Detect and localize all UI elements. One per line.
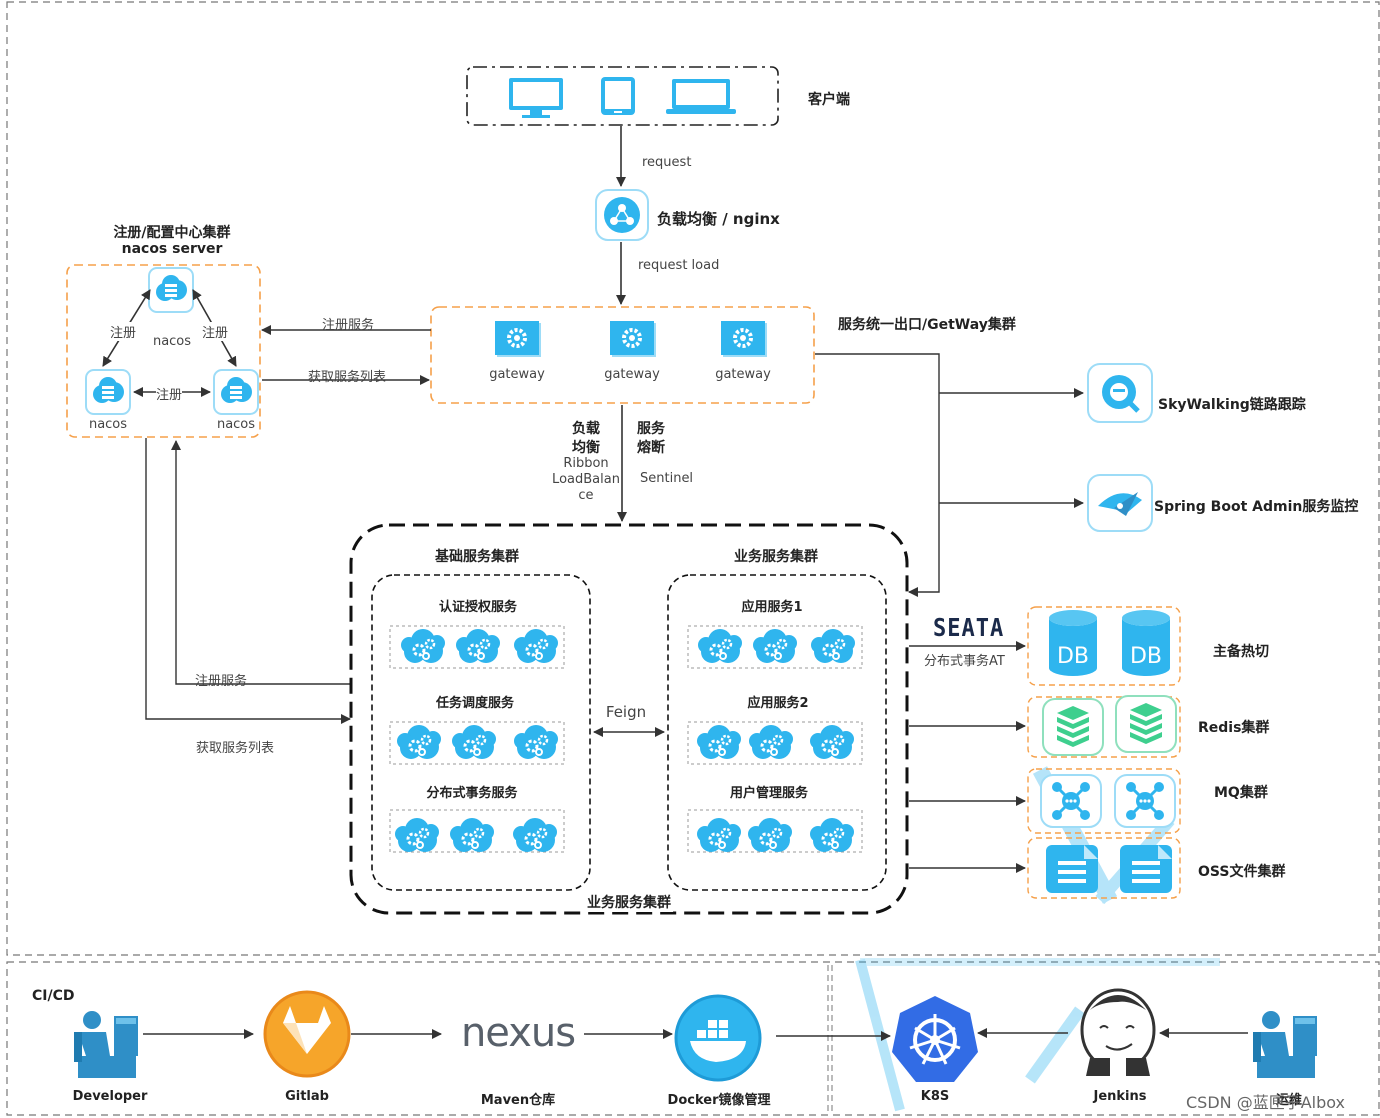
nacos-label-top: nacos (152, 334, 192, 349)
registry-subtitle: nacos server (121, 241, 223, 257)
services-cluster-box (349, 523, 909, 915)
k8s-icon (892, 996, 978, 1082)
request-load-label: request load (638, 258, 720, 273)
maven-label: Maven仓库 (480, 1093, 556, 1108)
client-box (466, 66, 779, 126)
gateway-label-2: gateway (604, 367, 660, 382)
redis-icon-2 (1115, 695, 1177, 753)
redis-cluster-label: Redis集群 (1198, 720, 1270, 736)
client-label: 客户端 (808, 92, 850, 108)
db-label-2: DB (1129, 644, 1163, 669)
base-service-1-label: 认证授权服务 (438, 600, 518, 615)
spring-boot-admin-icon (1087, 474, 1153, 532)
biz-service-3-box (687, 809, 863, 853)
db-cluster-label: 主备热切 (1213, 644, 1269, 660)
jenkins-icon (1080, 988, 1156, 1076)
desktop-icon (509, 78, 563, 118)
base-service-1-box (389, 625, 565, 669)
biz-service-2-label: 应用服务2 (747, 696, 809, 711)
base-service-2-box (389, 721, 565, 765)
developer-icon (74, 1011, 138, 1078)
services-register-label: 注册服务 (195, 674, 248, 689)
base-service-3-box (389, 809, 565, 853)
gateway-cluster-box (430, 306, 815, 404)
nexus-logo: nexus (460, 1010, 576, 1056)
gateway-icon-1 (493, 319, 543, 359)
biz-service-1-label: 应用服务1 (741, 600, 803, 615)
load-balancer-icon (595, 189, 649, 241)
services-cluster-label: 业务服务集群 (585, 892, 673, 912)
cicd-frame (6, 961, 1380, 1116)
ops-icon (1253, 1011, 1317, 1078)
ops-label: 运维 (1276, 1093, 1303, 1108)
redis-icon-1 (1042, 698, 1104, 756)
breaker-edge-title: 服务 熔断 (637, 421, 665, 456)
gateway-cluster-label: 服务统一出口/GetWay集群 (838, 317, 1016, 333)
biz-service-3-label: 用户管理服务 (729, 786, 809, 801)
nacos-icon-right (213, 369, 259, 415)
sba-label: Spring Boot Admin服务监控 (1154, 499, 1359, 515)
nacos-icon-left (85, 369, 131, 415)
biz-cluster-box (667, 574, 887, 891)
gitlab-label: Gitlab (285, 1089, 329, 1104)
gateway-fetch-label: 获取服务列表 (308, 370, 387, 385)
oss-cluster-box (1027, 837, 1181, 899)
gateway-label-1: gateway (489, 367, 545, 382)
redis-cluster-box (1027, 696, 1181, 758)
registry-edge-label-bottom: 注册 (156, 384, 183, 403)
db-label-1: DB (1056, 644, 1090, 669)
feign-label: Feign (605, 703, 647, 721)
nacos-label-right: nacos (216, 417, 256, 432)
docker-icon (674, 994, 762, 1082)
registry-title: 注册/配置中心集群 (113, 225, 231, 241)
seata-caption: 分布式事务AT (924, 654, 1005, 669)
biz-cluster-title: 业务服务集群 (734, 549, 818, 565)
outer-frame (6, 1, 1380, 956)
laptop-icon (666, 79, 736, 114)
tablet-icon (601, 77, 635, 115)
nacos-label-left: nacos (88, 417, 128, 432)
base-service-2-label: 任务调度服务 (435, 696, 515, 711)
cicd-title: CI/CD (32, 988, 75, 1004)
registry-edge-label-left: 注册 (110, 322, 137, 341)
request-label: request (642, 155, 692, 170)
oss-icon-1 (1046, 845, 1098, 893)
oss-cluster-label: OSS文件集群 (1198, 864, 1286, 880)
registry-cluster-box (66, 264, 261, 438)
mq-cluster-box (1027, 768, 1181, 834)
developer-label: Developer (72, 1089, 148, 1104)
mq-cluster-label: MQ集群 (1214, 785, 1268, 801)
service-clouds (393, 627, 857, 854)
biz-service-2-box (687, 721, 863, 765)
jenkins-label: Jenkins (1093, 1089, 1147, 1104)
oss-icon-2 (1120, 845, 1172, 893)
csdn-watermark: CSDN @蓝匣子Albox (1186, 1093, 1346, 1112)
base-service-3-label: 分布式事务服务 (426, 786, 518, 801)
docker-label: Docker镜像管理 (667, 1093, 771, 1108)
mq-icon-1 (1039, 773, 1103, 829)
mq-icon-2 (1113, 773, 1177, 829)
gateway-register-label: 注册服务 (322, 318, 375, 333)
gateway-icon-2 (608, 319, 658, 359)
services-fetch-label: 获取服务列表 (196, 741, 275, 756)
k8s-label: K8S (920, 1089, 950, 1104)
base-cluster-title: 基础服务集群 (435, 549, 519, 565)
lb-edge-title: 负载 均衡 (572, 421, 600, 456)
skywalking-label: SkyWalking链路跟踪 (1158, 397, 1306, 413)
sentinel-label: Sentinel (640, 471, 694, 486)
nacos-icon-top (148, 267, 194, 313)
db-cluster-box (1027, 606, 1181, 686)
ribbon-label: Ribbon LoadBalan ce (552, 456, 620, 503)
load-balancer-label: 负载均衡 / nginx (657, 210, 780, 228)
gateway-icon-3 (719, 319, 769, 359)
gitlab-icon (263, 990, 351, 1078)
gateway-label-3: gateway (715, 367, 771, 382)
base-cluster-box (371, 574, 591, 891)
biz-service-1-box (687, 625, 863, 669)
seata-logo: SEATA (933, 614, 1005, 643)
skywalking-icon (1087, 363, 1153, 423)
registry-edge-label-right: 注册 (202, 322, 229, 341)
